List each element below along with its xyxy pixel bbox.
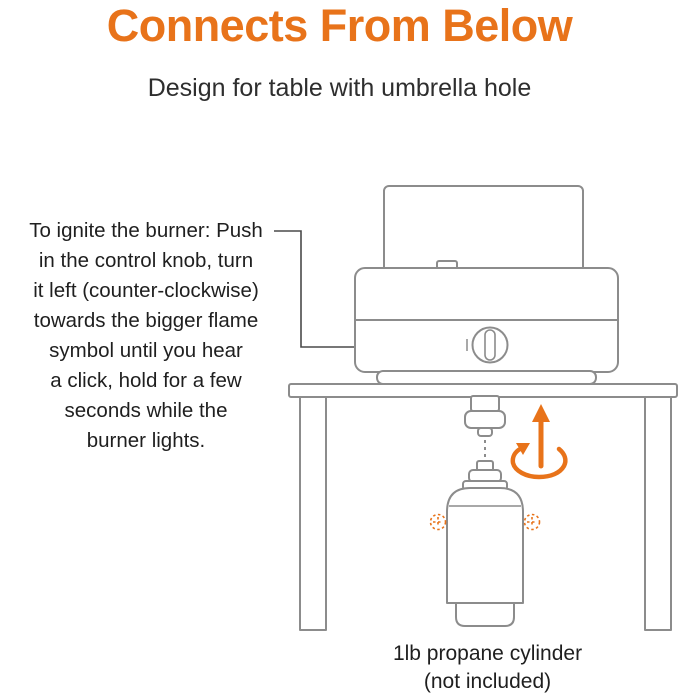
up-arrowhead (532, 404, 550, 422)
burner-lid (383, 185, 584, 275)
gas-inlet (470, 395, 500, 412)
tighten-mark-right (523, 513, 541, 531)
table-leg-left (299, 396, 327, 631)
grill-burner-unit (354, 185, 619, 385)
page-subtitle: Design for table with umbrella hole (147, 74, 532, 102)
cylinder-body (446, 487, 524, 604)
propane-cylinder (429, 460, 541, 627)
rotation-arc (510, 446, 568, 480)
connector-fittings (464, 395, 506, 459)
rotation-arrowhead (516, 443, 530, 455)
tighten-mark-icon (429, 513, 541, 531)
regulator (464, 410, 506, 429)
up-arrow-icon (532, 404, 550, 469)
tighten-mark-left (429, 513, 447, 531)
ignition-instruction-text: To ignite the burner: Push in the contro… (29, 219, 263, 452)
rotation-arrow-icon (510, 443, 568, 480)
cylinder-caption: 1lb propane cylinder (not included) (392, 642, 583, 693)
motion-arrows (510, 404, 568, 480)
page-title: Connects From Below (106, 0, 573, 51)
burner-base (376, 370, 597, 385)
knob-pointer (484, 329, 496, 361)
control-knob-icon (471, 326, 509, 364)
table (288, 383, 678, 631)
table-leg-right (644, 396, 672, 631)
cylinder-foot (455, 602, 515, 627)
regulator-nub (477, 427, 493, 437)
